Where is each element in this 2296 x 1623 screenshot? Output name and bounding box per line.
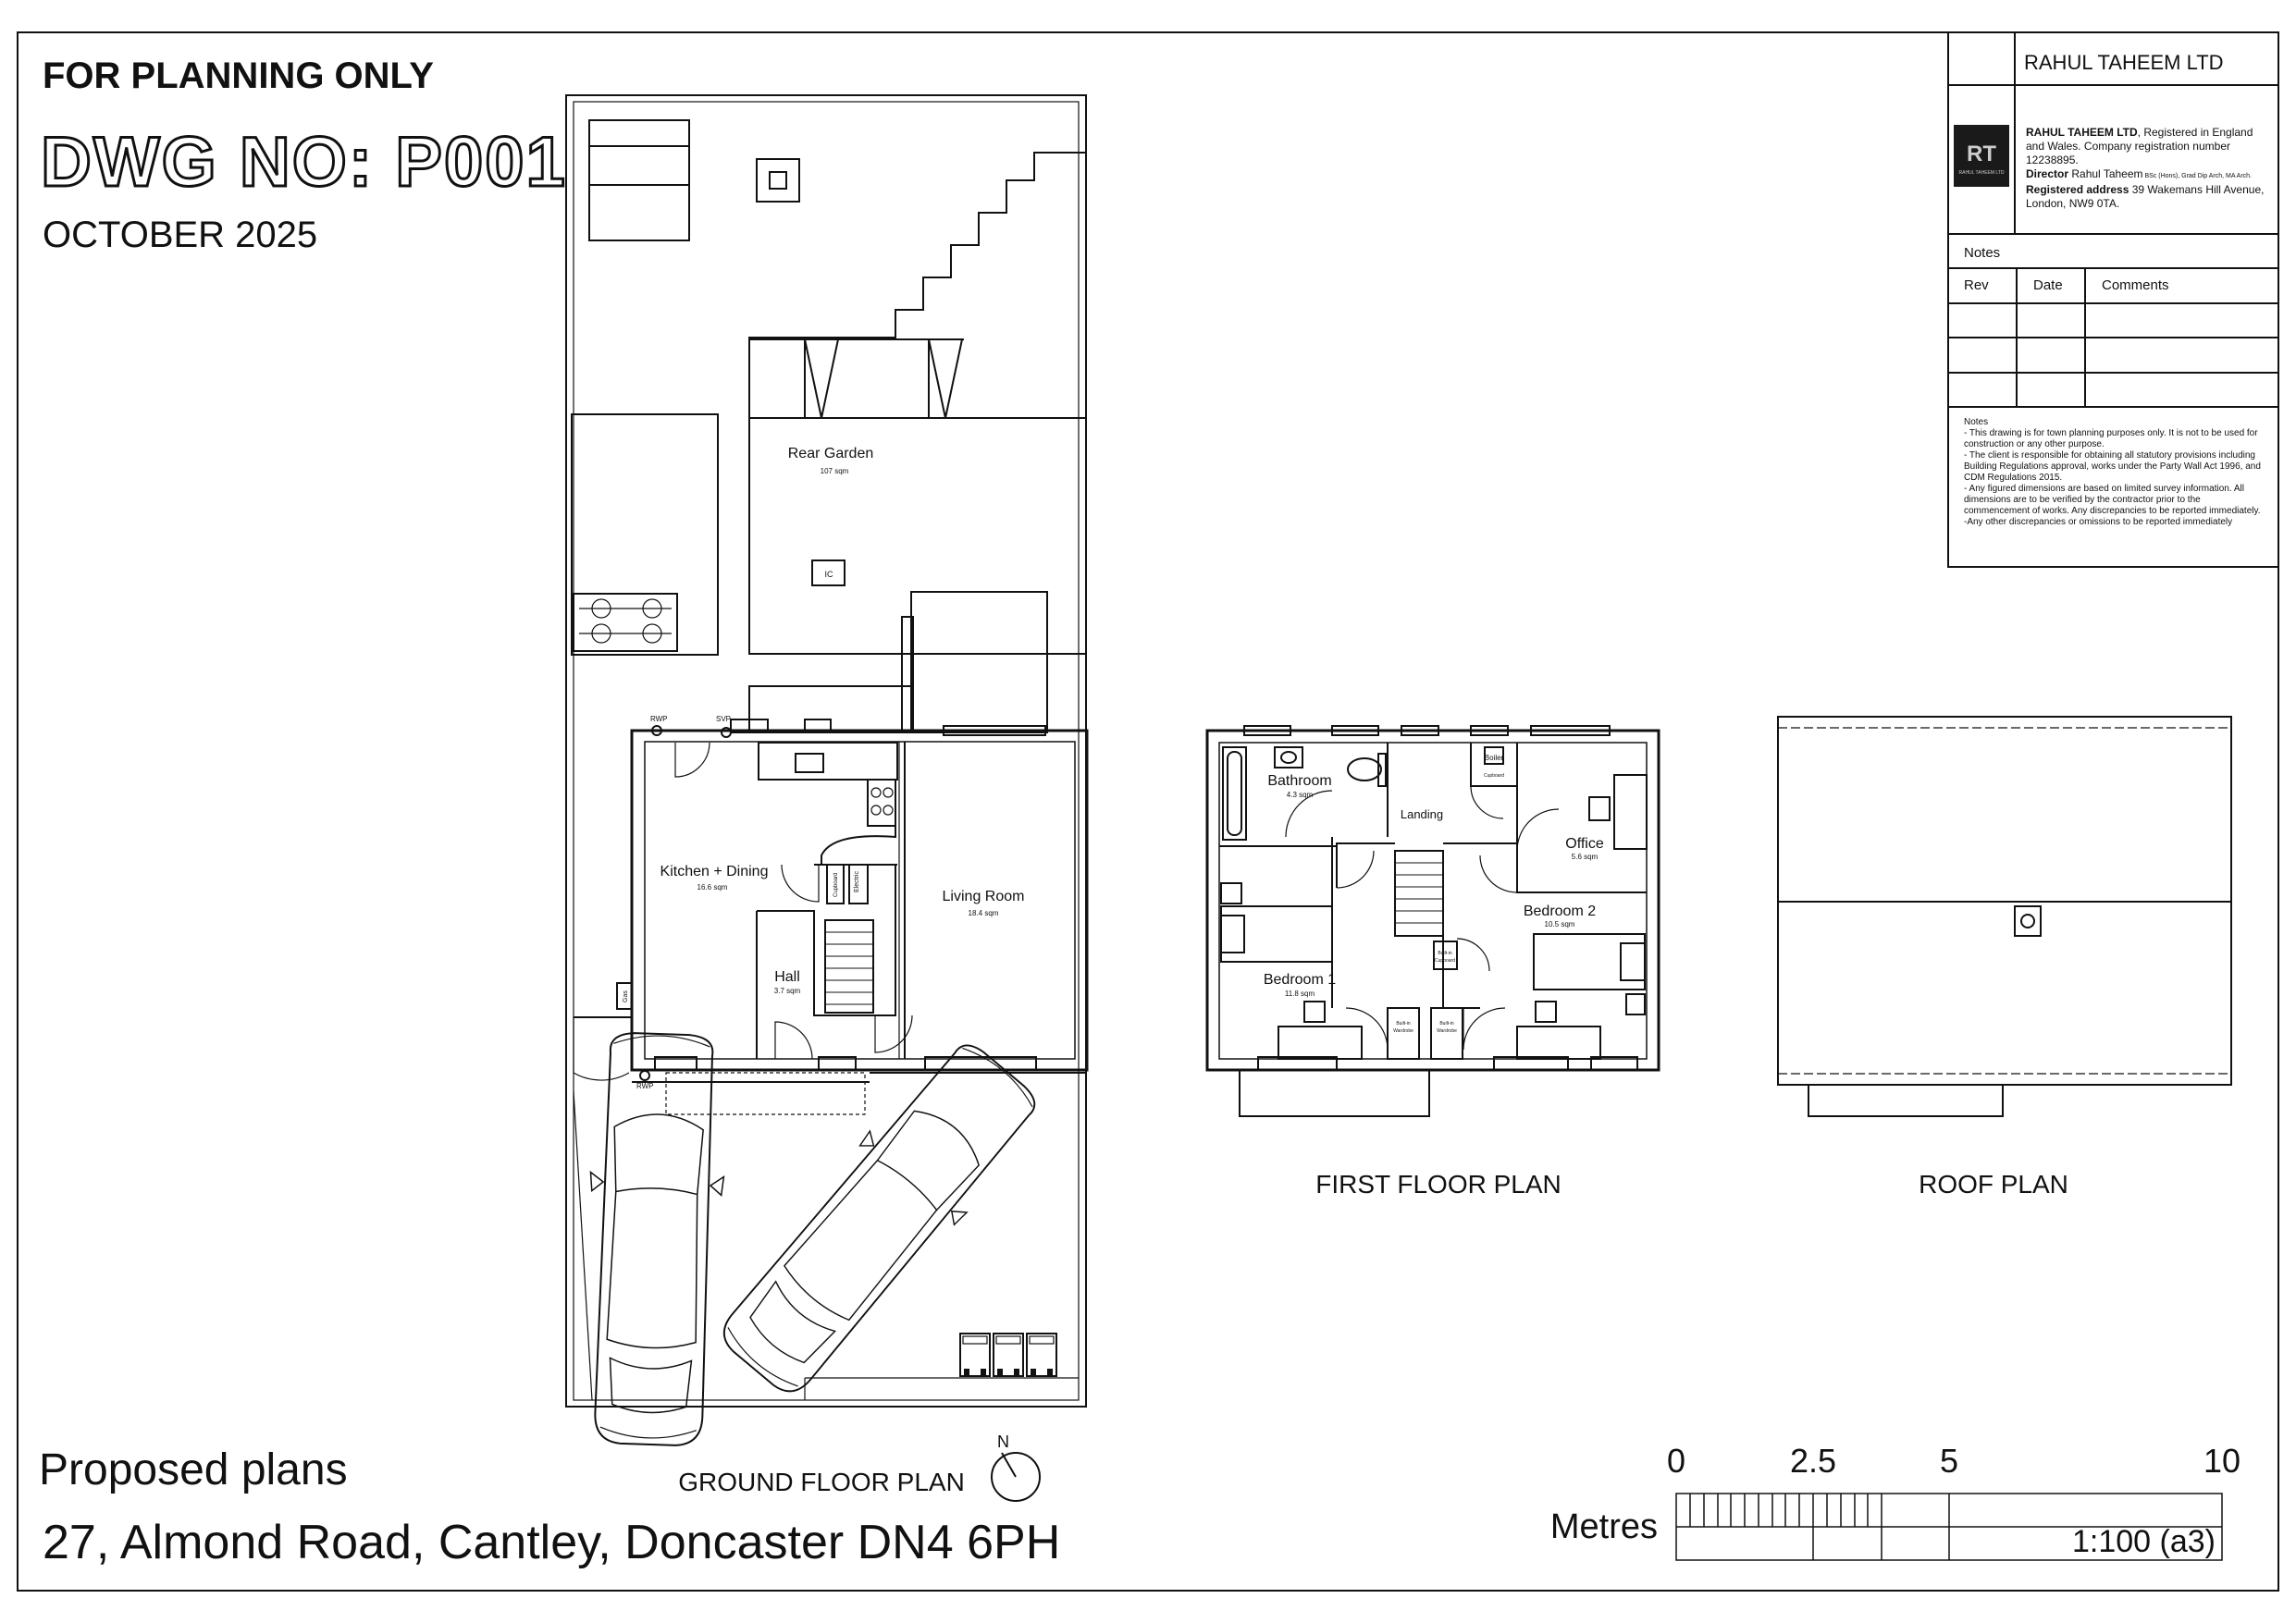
- note-3: - Any figured dimensions are based on li…: [1964, 484, 2261, 516]
- drawing-date: OCTOBER 2025: [43, 215, 318, 255]
- notes-block: Notes - This drawing is for town plannin…: [1964, 417, 2265, 528]
- logo-subtext: RAHUL TAHEEM LTD: [1959, 170, 2005, 176]
- registered-address: 39 Wakemans Hill Avenue, London, NW9 0TA…: [2026, 183, 2265, 210]
- sheet-border: [17, 31, 2279, 1592]
- company-info: RAHUL TAHEEM LTD, Registered in England …: [2026, 126, 2268, 211]
- label-kitchen-area: 16.6 sqm: [697, 883, 728, 891]
- drawing-title: Proposed plans: [39, 1445, 348, 1494]
- label-gas: Gas: [623, 990, 629, 1002]
- first-floor-plan: [1205, 725, 1660, 1117]
- company-info-name: RAHUL TAHEEM LTD: [2026, 126, 2138, 139]
- scale-tick-0: 0: [1667, 1442, 1685, 1480]
- director-name: Rahul Taheem: [2068, 167, 2143, 180]
- roof-plan: [1777, 716, 2232, 1117]
- col-rev: Rev: [1964, 277, 1989, 293]
- label-hall-area: 3.7 sqm: [774, 987, 801, 995]
- bin-3: [1026, 1333, 1057, 1377]
- title-roof: ROOF PLAN: [1919, 1170, 2068, 1199]
- label-wardrobe-b2: Wardrobe: [1437, 1028, 1457, 1034]
- title-first-floor: FIRST FLOOR PLAN: [1315, 1170, 1562, 1199]
- label-rwp-rear: RWP: [650, 715, 668, 723]
- car-right: [704, 1027, 1054, 1410]
- scale-tick-5: 5: [1940, 1442, 1958, 1480]
- label-boiler: Boiler: [1485, 754, 1504, 762]
- title-block: [1947, 31, 2279, 568]
- label-builtin-cupboard-2: Cupboard: [1435, 958, 1455, 964]
- col-comments: Comments: [2102, 277, 2169, 293]
- label-electric: Electric: [854, 871, 860, 892]
- company-info-reg: , Registered in England and Wales. Compa…: [2026, 126, 2253, 166]
- label-bedroom2-area: 10.5 sqm: [1545, 920, 1575, 928]
- label-office: Office: [1565, 836, 1604, 852]
- label-rear-garden-area: 107 sqm: [821, 467, 849, 475]
- scale-tick-2-5: 2.5: [1790, 1442, 1836, 1480]
- company-name: RAHUL TAHEEM LTD: [2024, 51, 2224, 74]
- car-left: [580, 1030, 730, 1448]
- label-living: Living Room: [943, 889, 1025, 904]
- label-bedroom2: Bedroom 2: [1524, 904, 1596, 919]
- label-landing: Landing: [1401, 807, 1443, 821]
- director-quals: BSc (Hons), Grad Dip Arch, MA Arch.: [2142, 173, 2252, 179]
- address-label: Registered address: [2026, 183, 2129, 196]
- site-address: 27, Almond Road, Cantley, Doncaster DN4 …: [43, 1516, 1061, 1569]
- notes-header: Notes: [1964, 245, 2001, 261]
- north-arrow: N: [991, 1432, 1041, 1502]
- north-label: N: [997, 1432, 1009, 1451]
- planning-note: FOR PLANNING ONLY: [43, 55, 434, 96]
- note-1: - This drawing is for town planning purp…: [1964, 428, 2258, 449]
- label-boiler-cupboard: Cupboard: [1484, 773, 1504, 779]
- label-wardrobe-a2: Wardrobe: [1393, 1028, 1413, 1034]
- col-date: Date: [2033, 277, 2063, 293]
- label-bedroom1-area: 11.8 sqm: [1285, 990, 1315, 998]
- label-wardrobe-a1: Built-in: [1396, 1021, 1411, 1027]
- scale-tick-10: 10: [2203, 1442, 2240, 1480]
- label-hall: Hall: [774, 969, 800, 985]
- drawing-number: DWG NO: P001: [40, 122, 567, 203]
- label-kitchen: Kitchen + Dining: [660, 864, 769, 879]
- label-rear-garden: Rear Garden: [788, 446, 874, 461]
- scale-bar: [1675, 1493, 2223, 1561]
- label-bathroom-area: 4.3 sqm: [1287, 791, 1314, 799]
- director-label: Director: [2026, 167, 2069, 180]
- label-bedroom1: Bedroom 1: [1264, 972, 1336, 988]
- note-2: - The client is responsible for obtainin…: [1964, 450, 2261, 483]
- label-living-area: 18.4 sqm: [969, 909, 999, 917]
- scale-unit: Metres: [1550, 1507, 1658, 1546]
- scale-ratio: 1:100 (a3): [2072, 1524, 2216, 1559]
- ground-floor-plan: [565, 94, 1089, 1408]
- label-ic: IC: [825, 570, 834, 579]
- logo-text: RT: [1967, 141, 1996, 166]
- label-office-area: 5.6 sqm: [1572, 853, 1599, 861]
- label-builtin-cupboard-1: Built-in: [1438, 951, 1452, 956]
- bin-1: [959, 1333, 991, 1377]
- logo-box: [1954, 125, 2009, 187]
- title-ground-floor: GROUND FLOOR PLAN: [678, 1468, 965, 1496]
- label-bathroom: Bathroom: [1267, 773, 1331, 789]
- label-wardrobe-b1: Built-in: [1439, 1021, 1454, 1027]
- label-rwp-front: RWP: [636, 1082, 654, 1090]
- bin-2: [993, 1333, 1024, 1377]
- label-cupboard: Cupboard: [833, 873, 839, 897]
- label-svp: SVP: [716, 715, 731, 723]
- note-4: -Any other discrepancies or omissions to…: [1964, 517, 2233, 527]
- notes-title: Notes: [1964, 417, 1989, 427]
